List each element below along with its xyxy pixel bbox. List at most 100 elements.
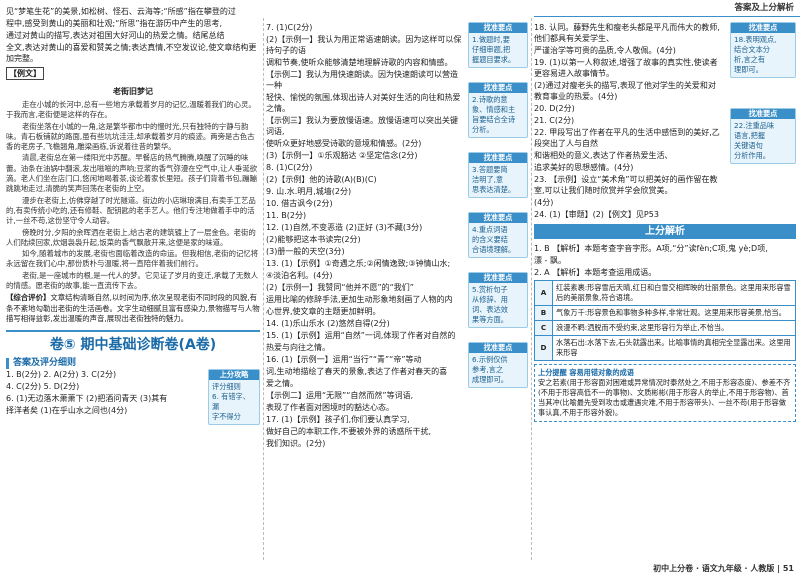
option-key: B (534, 305, 553, 321)
answer-line: (2)能够把这本书读完(2分) (266, 235, 361, 244)
answer-line: (2)【示例一】我赞同“他并不愿”的“我们” (266, 283, 414, 292)
side-tip-line: 2.诗歌的意 (472, 95, 508, 104)
answer-line: (2)【示例一】我认为用正常语速朗读。因为这样可以保持句子的语 (266, 35, 462, 55)
answer-line: 9. 山.水.明月,城墙(2分) (266, 187, 352, 196)
option-explanation: 水落石出:水落下去,石头就露出来。比喻事情的真相完全显露出来。这里用来形容 (552, 335, 796, 361)
answer-line: 16. (1)【示例一】运用“当行”“青”“帝”等动 (266, 355, 422, 364)
side-tip-line: 18.表明观点, (734, 35, 777, 44)
side-tip-line: 思表达清楚。 (472, 185, 516, 194)
top-right-header: 答案及上分解析 (734, 3, 794, 13)
option-key: C (534, 320, 553, 336)
option-key: D (534, 335, 553, 361)
side-tip-box: 上分攻略 评分细则 6. 有错字、漏 字不得分 (208, 369, 260, 426)
analysis-line: 漂 - 飘。 (534, 256, 566, 265)
side-tip-line: 仔细审题,把 (472, 45, 511, 54)
answer-line: 12. (1)自然,不变恶造 (2)正好 (3)不藏(3分) (266, 223, 423, 232)
side-tip-box: 找准要点 3.答题要简洁明了,意思表达清楚。 (468, 152, 528, 198)
side-tip-line: 分析作用。 (734, 151, 770, 160)
comment-text: 文章结构清晰自然,以时间为序,依次呈现老街不同时段的风貌,有条不紊地勾勒出老街的… (6, 293, 260, 323)
answer-line: 择洋者矣 (1)在乎山水之间也(4分) (6, 406, 128, 416)
side-tip-line: 洁明了,意 (472, 175, 504, 184)
answer-line: 【示例二】我认为用快速朗读。因为快速朗读可以营造一种 (266, 70, 458, 90)
answer-line: 6. (1)无边落木萧萧下 (2)把酒问青天 (3)其有 (6, 394, 168, 404)
side-tip-line: 6. 有错字、漏 (212, 392, 250, 412)
answer-line: 11. B(2分) (266, 211, 307, 220)
section-title: 卷⑤ 期中基础诊断卷(A卷) (6, 330, 260, 354)
answer-line: 7. (1)C(2分) (266, 23, 313, 32)
side-tip-line: 6.示例仅供 (472, 355, 508, 364)
answer-line: 23. 【示例】设立“美术角”可以把美好的画作留在教室,可以让我们随时欣赏并学会… (534, 175, 718, 195)
side-tip-line: 4.重点词语 (472, 225, 508, 234)
answer-line: 【示例三】我认为要放慢语速。放慢语速可以突出关键词语, (266, 116, 458, 136)
answer-line: 使听众更好地感受诗歌的意境和情感。(2分) (266, 139, 422, 148)
side-tip-line: 结合文本分 (734, 45, 770, 54)
side-tip-head: 找准要点 (731, 109, 795, 119)
side-tip-line: 象、情感和主 (472, 105, 516, 114)
answer-line: 24. (1)【审题】(2)【例文】见P53 (534, 210, 659, 219)
answer-line: 调和节奏,使听众能够清楚地理解诗歌的内容和情感。 (266, 58, 453, 67)
intro-text: 见“梦笔生花”的美景,如松树、怪石、云海等;“所感”指在攀登的过程中,感受到黄山… (6, 6, 260, 64)
answer-list-middle: 7. (1)C(2分) (2)【示例一】我认为用正常语速朗读。因为这样可以保持句子… (266, 22, 462, 449)
header-rule (534, 16, 800, 17)
side-tip-line: 旨要结合全诗 (472, 115, 516, 124)
intro-line: 全文,表达对黄山的喜爱和赞美之情;表达真情,不空发议论,使文章结构更加完整。 (6, 43, 257, 63)
side-tip-line: 从修辞、用 (472, 295, 508, 304)
essay-paragraph: 走在小城的长河中,总有一些地方承载着岁月的记忆,温暖着我们的心灵。于我而言,老街… (6, 100, 256, 120)
column-divider (263, 18, 264, 560)
answer-line: 8. (1)C(2分) (266, 163, 313, 172)
side-tip-head: 找准要点 (469, 343, 527, 353)
comment-block: 【综合评价】文章结构清晰自然,以时间为序,依次呈现老街不同时段的风貌,有条不紊地… (6, 293, 260, 324)
side-tip-head: 找准要点 (469, 153, 527, 163)
answer-line: (3)【示例一】①乐观豁达 ②坚定信念(2分) (266, 151, 418, 160)
side-tip-box: 找准要点 6.示例仅供参考,言之成理即可。 (468, 342, 528, 388)
answer-line: (3)册一般的天空(3分) (266, 247, 345, 256)
intro-line: 程中,感受到黄山的美丽和壮观;“所思”指在游历中产生的思考, (6, 19, 223, 28)
side-tip-line: 字不得分 (212, 412, 241, 422)
answer-line: 17. (1)【示例】孩子们,你们要认真学习, (266, 415, 410, 424)
side-tip-line: 参考,言之 (472, 365, 504, 374)
column-right: 18. 认同。藤野先生和瘦老头都是平凡而伟大的教师,他们都具有关爱学生、严谨治学… (534, 0, 796, 578)
side-tip-head: 找准要点 (469, 23, 527, 33)
analysis-heading: 上分解析 (534, 224, 796, 239)
answer-list: 1. B(2分) 2. A(2分) 3. C(2分)4. C(2分) 5. D(… (6, 369, 201, 416)
side-tip-line: 词、表达效 (472, 305, 508, 314)
essay-body: 走在小城的长河中,总有一些地方承载着岁月的记忆,温暖着我们的心灵。于我而言,老街… (6, 100, 260, 291)
answer-line: 心世界,使文章的主题更加鲜明。 (266, 307, 381, 316)
side-tip-head: 找准要点 (731, 23, 795, 33)
option-explanation: 红装素裹:形容雪后天晴,红日和白雪交相辉映的壮丽景色。这里用来形容雪后的美丽景象… (552, 280, 796, 306)
side-tip-line: 3.答题要简 (472, 165, 508, 174)
side-tip-head: 找准要点 (469, 213, 527, 223)
essay-paragraph: 老街,是一座城市的根,是一代人的梦。它见证了岁月的变迁,承载了无数人的情感。愿老… (6, 270, 259, 291)
answer-line: ④淡泊名利。(4分) (266, 271, 333, 280)
answer-line: 22. 甲段写出了作者在平凡的生活中感悟到的美好,乙段突出了人与自然 (534, 128, 720, 148)
side-tip-line: 握题目要求。 (472, 55, 516, 64)
intro-line: 通过对黄山的描写,表达对祖国大好河山的热爱之情。结尾总结 (6, 31, 225, 40)
answer-line: 严谨治学等可贵的品质,令人敬佩。(4分) (534, 46, 676, 55)
answer-line: 词,生动地描绘了春天的景象,表达了作者对春天的喜 (266, 367, 448, 376)
tip-heading: 上分提醒 容易用错对象的成语 (538, 368, 634, 377)
answer-line: 19. (1)以第一人称叙述,增强了故事的真实性,使读者更容易进入故事情节。 (534, 58, 718, 78)
answer-line: 13. (1)【示例】①奇遇之乐;②闲情逸致;③钟情山水; (266, 259, 451, 268)
essay-paragraph: 漫步在老街上,仿佛穿越了时光隧道。街边的小店琳琅满目,有卖手工艺品的,有卖传统小… (6, 195, 256, 226)
side-tip-line: 关键语句 (734, 141, 763, 150)
answer-line: 表现了作者面对困境时的豁达心态。 (266, 403, 394, 412)
answer-line: 15. (1)【示例】运用“自然”一词,体现了作者对自然的 (266, 331, 456, 340)
answer-line: 【示例二】运用“无限”“自然而然”等词语, (266, 391, 414, 400)
side-tip-line: 成理即可。 (472, 375, 508, 384)
tip-box: 上分提醒 容易用错对象的成语 安之若素(用于形容面对困难或异常情况时泰然处之,不… (534, 364, 796, 422)
answer-line: 21. C(2分) (534, 116, 575, 125)
column-middle: 7. (1)C(2分) (2)【示例一】我认为用正常语速朗读。因为这样可以保持句子… (266, 0, 528, 578)
answer-line: 运用比喻的修辞手法,更加生动形象地刻画了人物的内 (266, 295, 453, 304)
essay-paragraph: 傍晚时分,夕阳的余晖洒在老街上,给古老的建筑镀上了一层金色。老街的人们陆续回家,… (6, 227, 256, 247)
tip-text: 安之若素(用于形容面对困难或异常情况时泰然处之,不用于形容态度)、参差不齐(不用… (538, 378, 791, 417)
side-tip-line: 析,言之有 (734, 55, 766, 64)
side-tip-line: 22.注重品味 (734, 121, 775, 130)
